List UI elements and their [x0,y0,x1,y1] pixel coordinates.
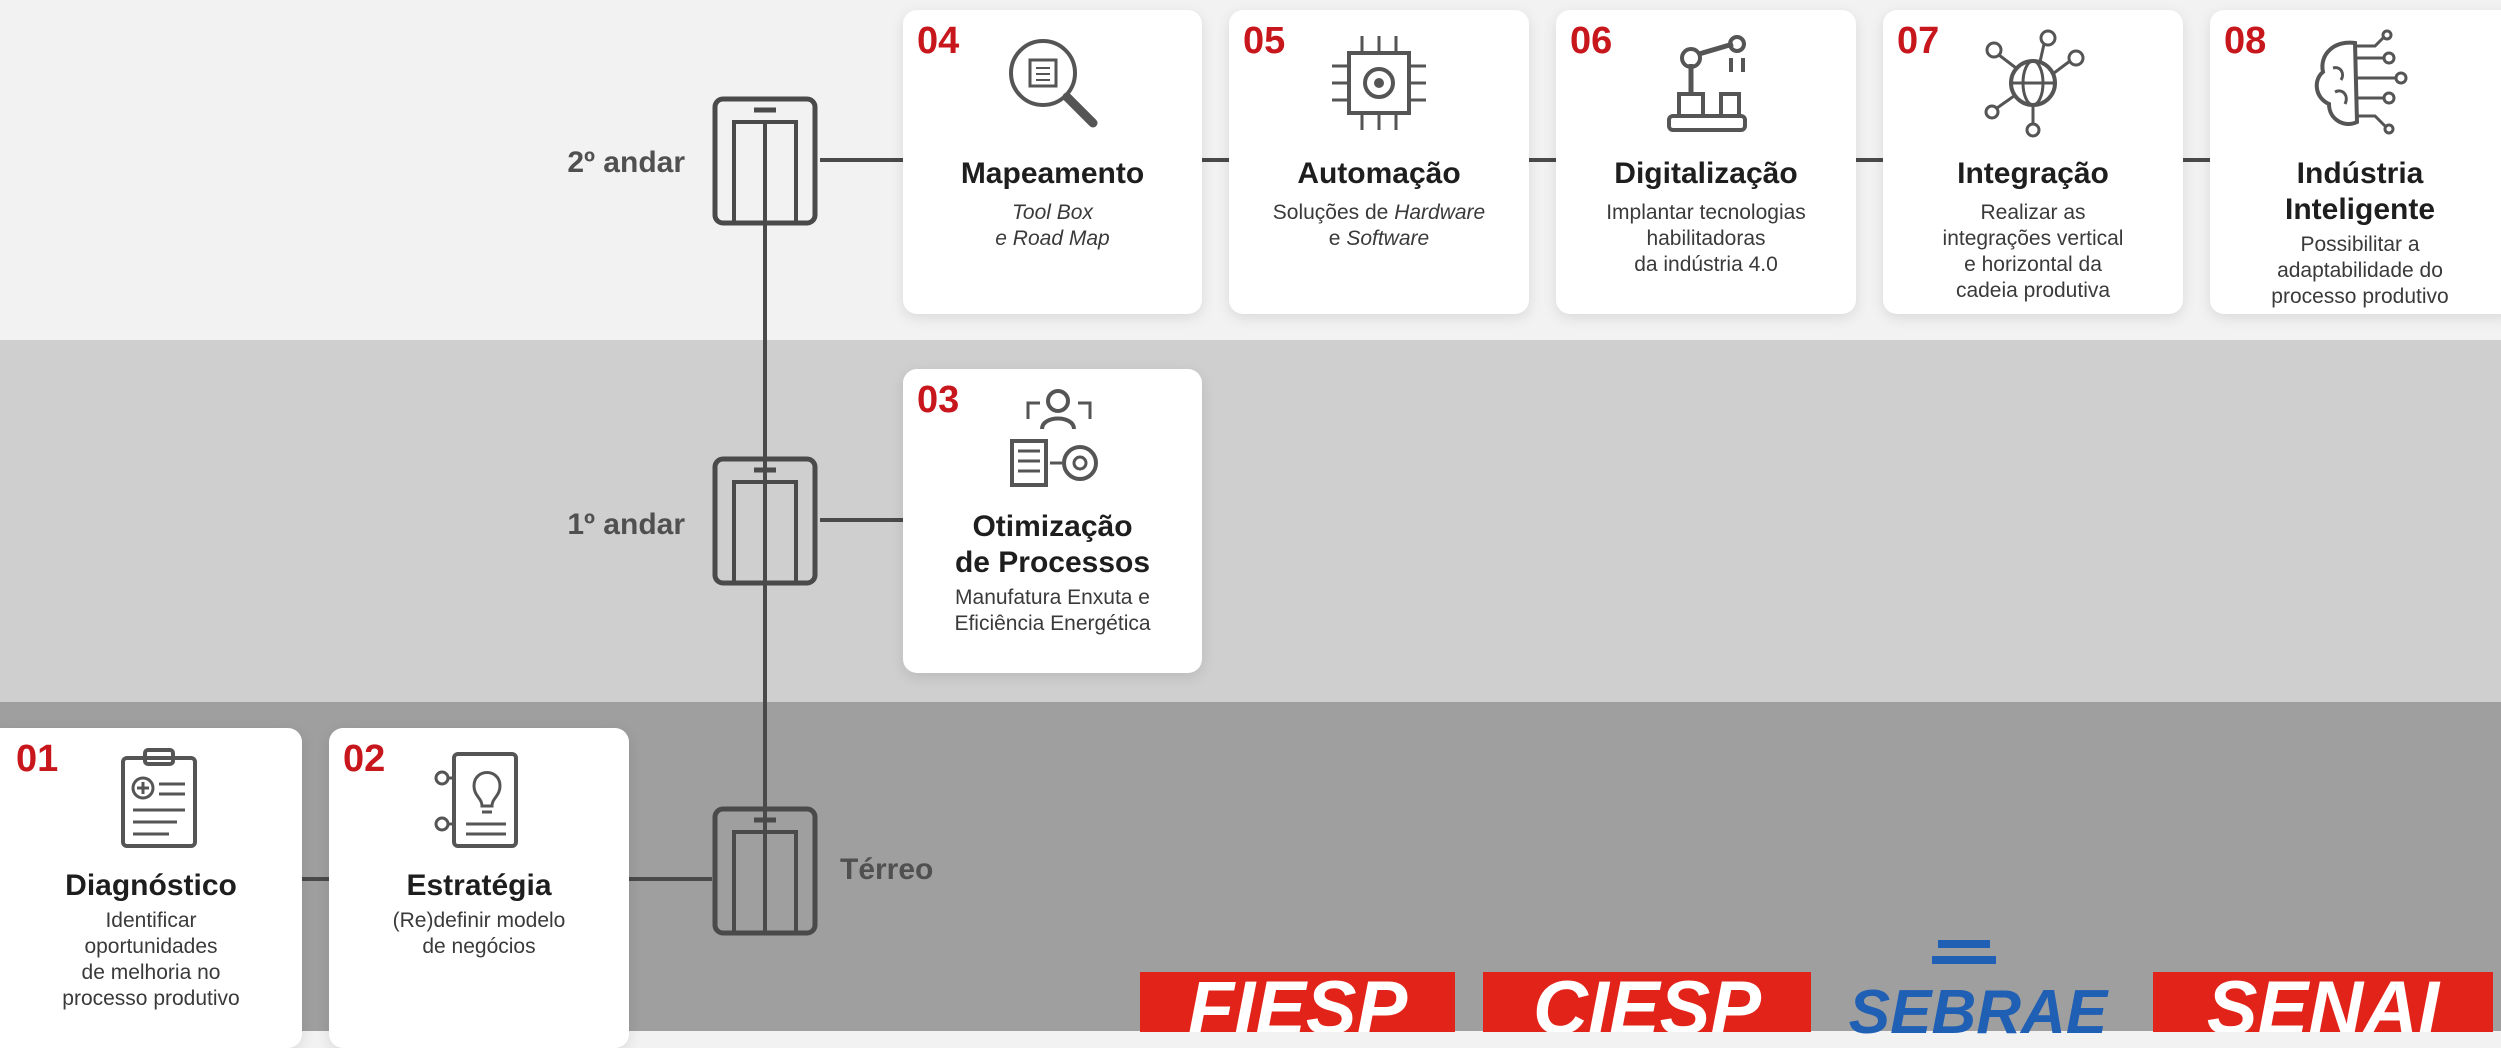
card-title: Diagnóstico [65,869,237,902]
sebrae-logo: SEBRAE [1848,978,2108,1036]
elevator-icon [712,806,818,936]
fiesp-logo: FIESP [1140,972,1455,1032]
connector-line [1529,158,1556,162]
floor-label-first: 1º andar [567,508,685,541]
lightbulb-strategy-icon [434,752,518,848]
card-number: 05 [1243,20,1286,62]
ciesp-logo: CIESP [1483,972,1811,1032]
card-title: Digitalização [1614,157,1798,190]
globe-network-icon [1984,29,2085,138]
card-title: Estratégia [406,869,552,902]
card-title: Mapeamento [960,157,1145,190]
first-floor-band [0,340,2501,702]
card-number: 07 [1897,20,1940,62]
floor-label-second: 2º andar [567,146,685,179]
senai-logo: SENAI [2153,972,2493,1032]
connector-line [820,518,903,522]
robot-arm-icon [1667,35,1747,132]
card-number: 03 [917,379,960,421]
connector-line [1856,158,1883,162]
process-optimization-icon [1009,389,1098,487]
card-number: 02 [343,738,386,780]
connector-line [1202,158,1229,162]
brain-circuit-icon [2314,29,2408,135]
connector-line [820,158,903,162]
elevator-icon [712,456,818,586]
card-number: 01 [16,738,59,780]
elevator-icon [712,96,818,226]
card-number: 06 [1570,20,1613,62]
card-number: 04 [917,20,960,62]
connector-line [629,877,712,881]
magnifier-map-icon [1008,39,1097,128]
chip-gear-icon [1332,36,1426,130]
sebrae-logo-bars [1938,940,1990,948]
sebrae-logo-bars [1932,956,1996,964]
clipboard-diagnosis-icon [120,748,197,848]
card-number: 08 [2224,20,2267,62]
floor-label-ground: Térreo [840,853,934,886]
card-title: Integração [1957,157,2109,190]
connector-line [2183,158,2210,162]
connector-line [302,877,329,881]
card-title: Automação [1297,157,1461,190]
